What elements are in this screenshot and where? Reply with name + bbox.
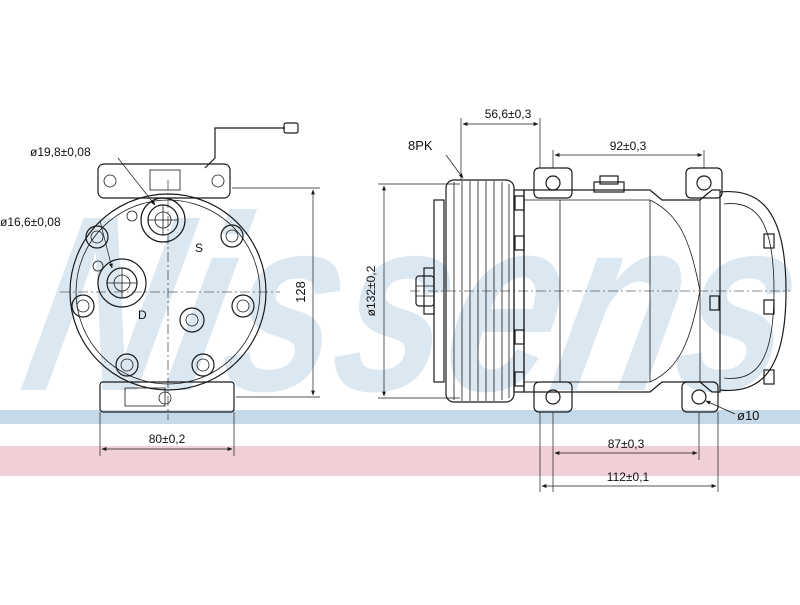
mount-hole-label: ø10: [737, 408, 759, 423]
mount-ear-bottom-right: [681, 381, 719, 413]
front-bolts: [71, 210, 255, 377]
bolt-top-left: [85, 225, 109, 249]
watermark-red-band: [0, 446, 800, 476]
height-dim-label: 128: [293, 281, 308, 303]
compressor-body-side: [523, 189, 721, 393]
front-view: S D ø19,8±0,08 ø16,6±0,08 128 80±0,2: [0, 122, 320, 456]
pulley-offset-label: 56,6±0,3: [485, 107, 532, 121]
suction-port: [140, 197, 186, 243]
lug-hole-right: [211, 174, 225, 188]
rear-bolt-top: [763, 233, 775, 249]
side-bolts: [514, 195, 720, 387]
small-hole-top: [126, 210, 138, 222]
cable-connector: [283, 122, 299, 134]
discharge-dia-leader: [99, 220, 113, 269]
mount-top-label: 92±0,3: [610, 139, 647, 153]
lug-boss: [149, 169, 181, 191]
bolt-mid-right: [231, 294, 255, 318]
port-s-label: S: [195, 241, 203, 255]
body-contour-upper: [649, 199, 701, 292]
belt-type-label: 8PK: [408, 138, 433, 153]
overall-length-label: 112±0,1: [607, 470, 650, 484]
mount-hole-leader: [705, 400, 736, 415]
rear-bolt-mid: [763, 299, 775, 315]
bolt-bottom-left: [115, 353, 139, 377]
mount-slot: [124, 387, 166, 407]
mount-bottom-label: 87±0,3: [608, 437, 645, 451]
bolt-center: [179, 307, 205, 333]
rear-bolt-bottom: [763, 369, 775, 385]
top-fitting-cap: [599, 175, 619, 185]
sensor-cable: [204, 127, 285, 169]
watermark-logo-text: Nissens: [6, 164, 800, 444]
top-fitting: [593, 181, 625, 193]
bolt-top-right: [220, 224, 244, 248]
discharge-port: [97, 258, 147, 308]
suction-dia-label: ø19,8±0,08: [30, 145, 91, 159]
small-hole-left: [92, 260, 104, 272]
side-view: ø132±0,2: [364, 107, 790, 492]
lug-hole-left: [103, 174, 117, 188]
pulley-dia-label: ø132±0,2: [364, 265, 378, 316]
bolt-mid-left: [71, 294, 95, 318]
mount-bolt: [158, 391, 172, 405]
belt-leader: [445, 154, 464, 179]
watermark: Nissens: [0, 164, 800, 476]
body-contour-lower: [649, 290, 701, 383]
front-bottom-mount: [99, 381, 235, 413]
watermark-blue-band: [0, 410, 800, 424]
width-dim-label: 80±0,2: [149, 432, 186, 446]
discharge-dia-label: ø16,6±0,08: [0, 215, 61, 229]
suction-dia-leader: [117, 157, 156, 206]
bolt-bottom-right: [191, 353, 215, 377]
rear-head: [719, 190, 787, 392]
port-d-label: D: [138, 308, 147, 322]
